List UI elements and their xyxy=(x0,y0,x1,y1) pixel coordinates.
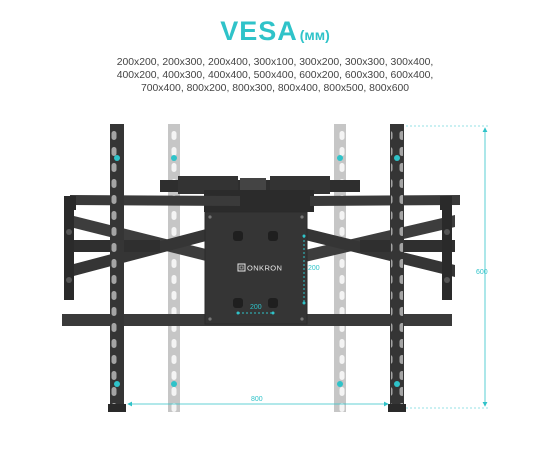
rail-height-label: 600 xyxy=(476,269,488,276)
rail-left xyxy=(108,124,126,412)
plate-width-label: 200 xyxy=(250,304,262,311)
vesa-size-line: 200x200, 200x300, 200x400, 300x100, 300x… xyxy=(116,57,434,68)
plate-height-label: 200 xyxy=(308,265,320,272)
mounting-plate xyxy=(204,211,308,325)
vesa-size-line: 400x200, 400x300, 400x400, 500x400, 600x… xyxy=(116,70,434,81)
title-unit: (мм) xyxy=(299,27,330,43)
title-block: VESA(мм) xyxy=(0,16,550,47)
vesa-size-line: 700x400, 800x200, 800x300, 800x400, 800x… xyxy=(140,83,410,94)
vesa-size-list: 200x200, 200x300, 200x400, 300x100, 300x… xyxy=(0,56,550,95)
plate-width-dimension xyxy=(236,311,275,315)
brand-logo xyxy=(237,263,246,272)
plate-height-dimension xyxy=(302,234,306,305)
hinge-bracket xyxy=(160,176,360,212)
ghost-rail-left xyxy=(168,124,180,412)
title: VESA xyxy=(220,16,298,46)
brand-name: ONKRON xyxy=(247,264,282,273)
rail-right xyxy=(388,124,406,412)
rail-marker-dots xyxy=(114,155,400,387)
ghost-rail-right xyxy=(334,124,346,412)
rail-height-dimension xyxy=(406,125,490,409)
rail-span-label: 800 xyxy=(251,396,263,403)
